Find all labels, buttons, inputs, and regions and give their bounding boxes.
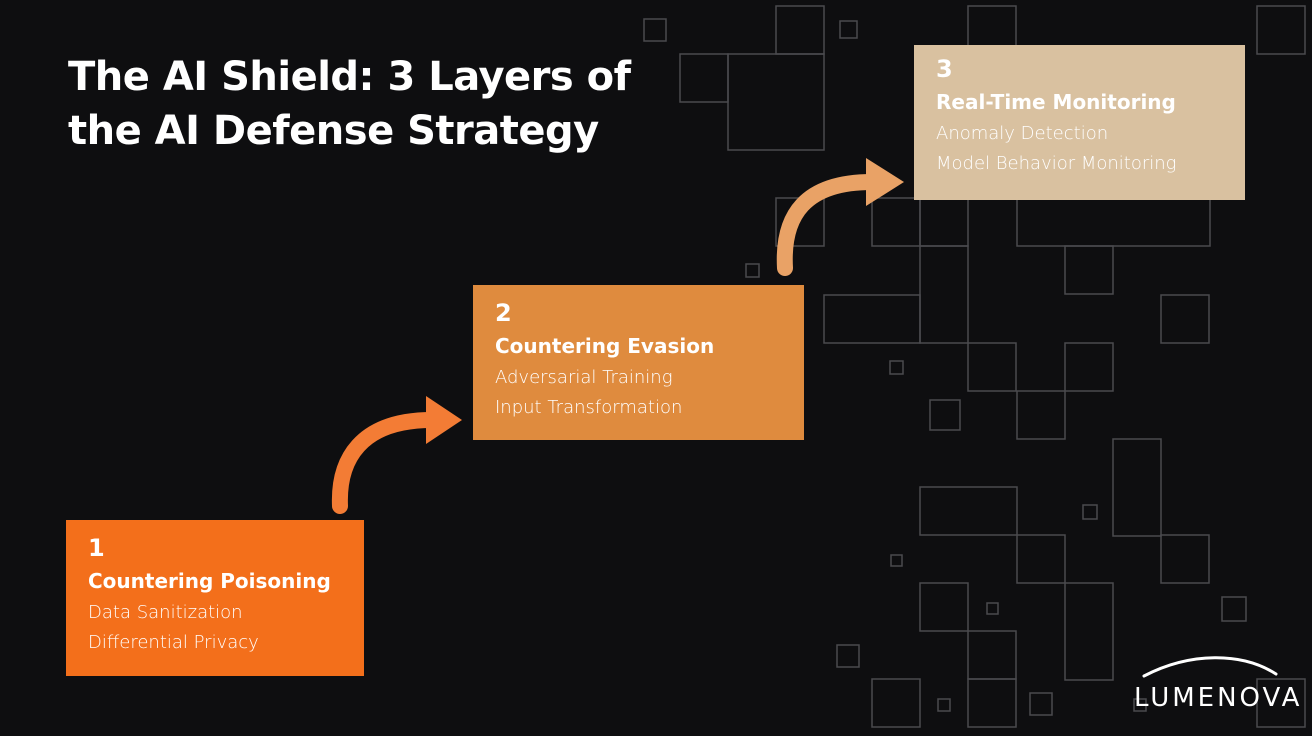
layer-number: 2 xyxy=(495,299,512,327)
layer-item: Adversarial Training xyxy=(495,367,673,388)
layer-item: Differential Privacy xyxy=(88,632,259,653)
layer-card-1: 1 Countering Poisoning Data Sanitization… xyxy=(66,520,364,676)
layer-card-2: 2 Countering Evasion Adversarial Trainin… xyxy=(473,285,804,440)
layer-heading: Countering Poisoning xyxy=(88,569,331,593)
layer-heading: Countering Evasion xyxy=(495,334,715,358)
layer-item: Anomaly Detection xyxy=(936,123,1109,144)
layer-number: 1 xyxy=(88,534,105,562)
slide-title: The AI Shield: 3 Layers of the AI Defens… xyxy=(68,54,631,154)
brand-logo-text: LUMENOVA xyxy=(1134,683,1303,713)
layer-item: Data Sanitization xyxy=(88,602,243,623)
arc-logo-icon xyxy=(1142,656,1278,678)
layer-card-3: 3 Real-Time Monitoring Anomaly Detection… xyxy=(914,45,1245,200)
layer-heading: Real-Time Monitoring xyxy=(936,90,1176,114)
layer-number: 3 xyxy=(936,55,953,83)
layer-item: Model Behavior Monitoring xyxy=(936,153,1177,174)
layer-item: Input Transformation xyxy=(495,397,683,418)
